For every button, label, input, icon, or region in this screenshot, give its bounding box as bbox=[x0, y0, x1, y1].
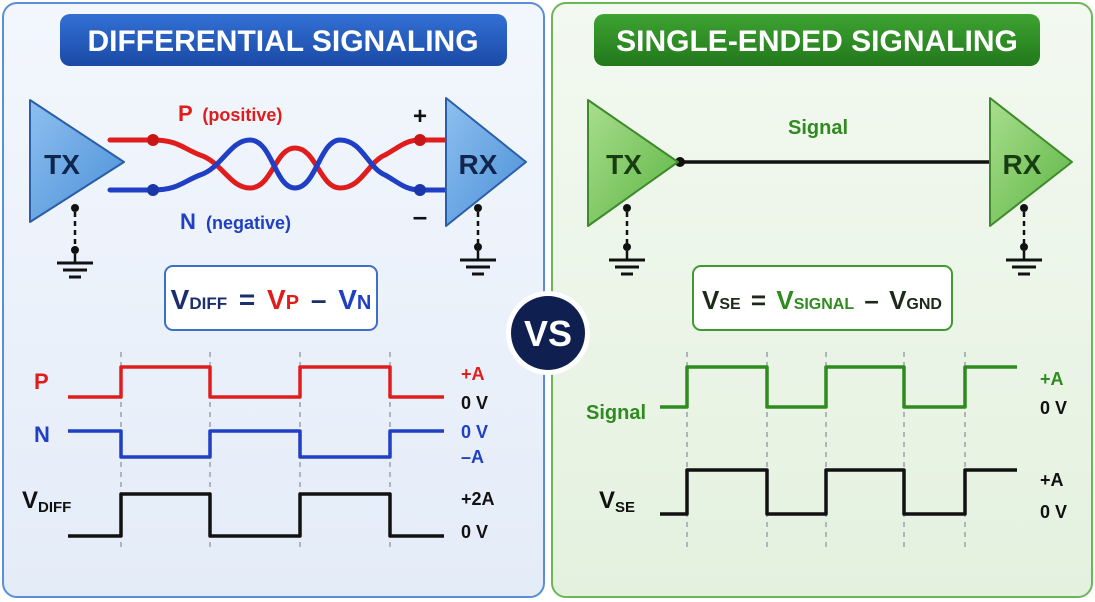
diff-formula-v2: V bbox=[267, 284, 286, 315]
se-tx-label: TX bbox=[606, 149, 642, 180]
single-ended-panel: SINGLE-ENDED SIGNALING Signal TX RX bbox=[551, 2, 1093, 598]
n-wire-label: N (negative) bbox=[180, 209, 291, 234]
p-low-level: 0 V bbox=[461, 393, 488, 413]
se-tx-driver: TX bbox=[587, 99, 679, 227]
n-wire-label-sub: (negative) bbox=[206, 213, 291, 233]
diff-tx-driver: TX bbox=[29, 99, 125, 223]
twisted-pair bbox=[107, 134, 455, 196]
diff-rx-label: RX bbox=[459, 149, 498, 180]
se-formula-eq: = bbox=[751, 285, 766, 315]
se-formula: VSE = VSIGNAL – VGND bbox=[702, 285, 942, 315]
vse-high-level: +A bbox=[1040, 470, 1064, 490]
p-waveform bbox=[68, 365, 444, 399]
vs-label: VS bbox=[524, 313, 572, 354]
se-title: SINGLE-ENDED SIGNALING bbox=[616, 25, 1018, 58]
se-formula-sub1: SE bbox=[719, 296, 741, 313]
vse-waveform bbox=[660, 468, 1017, 516]
se-rx-ground-icon bbox=[1006, 204, 1042, 276]
n-wire-rx-node bbox=[414, 184, 426, 196]
se-signal-waveform bbox=[660, 365, 1017, 409]
se-formula-v2: V bbox=[776, 285, 794, 315]
n-wire bbox=[107, 137, 455, 193]
n-wire-tx-node bbox=[147, 184, 159, 196]
p-wire bbox=[107, 137, 455, 191]
se-wire-label: Signal bbox=[788, 117, 848, 139]
vdiff-wave-label: VDIFF bbox=[22, 487, 71, 516]
diff-formula-op: – bbox=[311, 284, 327, 315]
vdiff-waveform bbox=[68, 492, 444, 538]
vse-wave-label: VSE bbox=[599, 487, 635, 516]
diff-formula-eq: = bbox=[239, 284, 255, 315]
se-formula-sub3: GND bbox=[906, 296, 942, 313]
se-formula-v3: V bbox=[889, 285, 907, 315]
p-high-level: +A bbox=[461, 364, 485, 384]
diff-formula-v3: V bbox=[338, 284, 357, 315]
vse-wave-label-sub: SE bbox=[615, 499, 635, 516]
differential-title: DIFFERENTIAL SIGNALING bbox=[87, 25, 478, 58]
se-rx-label: RX bbox=[1003, 149, 1042, 180]
vdiff-high-level: +2A bbox=[461, 489, 495, 509]
differential-panel: DIFFERENTIAL SIGNALING P (positive) N (n… bbox=[2, 2, 545, 598]
vs-badge: VS bbox=[506, 291, 590, 375]
p-wire-label-main: P bbox=[178, 101, 192, 126]
n-low-level: –A bbox=[461, 447, 484, 467]
p-wire-rx-node bbox=[414, 134, 426, 146]
n-waveform bbox=[68, 429, 444, 459]
se-tx-ground-icon bbox=[609, 204, 645, 276]
diff-formula-sub3: N bbox=[357, 292, 371, 314]
se-formula-box: VSE = VSIGNAL – VGND bbox=[692, 265, 953, 331]
rx-plus-sign: + bbox=[413, 103, 427, 130]
n-wave-label: N bbox=[34, 422, 50, 447]
rx-minus-sign: – bbox=[413, 201, 427, 231]
diff-formula-box: VDIFF = VP – VN bbox=[164, 265, 378, 331]
se-formula-sub2: SIGNAL bbox=[794, 296, 855, 313]
diff-rx-receiver: RX bbox=[445, 97, 527, 227]
diff-formula-v1: V bbox=[171, 284, 190, 315]
diff-formula-sub1: DIFF bbox=[189, 294, 227, 313]
diff-tx-label: TX bbox=[44, 149, 80, 180]
p-wire-label-sub: (positive) bbox=[202, 105, 282, 125]
vdiff-wave-label-main: V bbox=[22, 487, 38, 514]
se-rx-receiver: RX bbox=[989, 97, 1073, 227]
se-title-banner: SINGLE-ENDED SIGNALING bbox=[594, 14, 1040, 66]
p-wire-label: P (positive) bbox=[178, 101, 282, 126]
se-signal-wave-label: Signal bbox=[586, 402, 646, 424]
n-high-level: 0 V bbox=[461, 422, 488, 442]
vdiff-low-level: 0 V bbox=[461, 522, 488, 542]
vse-low-level: 0 V bbox=[1040, 502, 1067, 522]
diff-formula: VDIFF = VP – VN bbox=[171, 284, 372, 315]
diff-formula-sub2: P bbox=[286, 292, 299, 314]
differential-title-banner: DIFFERENTIAL SIGNALING bbox=[60, 14, 507, 66]
n-wire-label-main: N bbox=[180, 209, 196, 234]
vdiff-wave-label-sub: DIFF bbox=[38, 499, 71, 516]
se-signal-low-level: 0 V bbox=[1040, 398, 1067, 418]
p-wire-tx-node bbox=[147, 134, 159, 146]
se-signal-wire-node bbox=[675, 157, 685, 167]
diff-tx-ground-icon bbox=[57, 204, 93, 279]
se-formula-v1: V bbox=[702, 285, 720, 315]
p-wave-label: P bbox=[34, 369, 49, 394]
se-formula-op: – bbox=[864, 285, 878, 315]
vse-wave-label-main: V bbox=[599, 487, 615, 514]
diff-rx-ground-icon bbox=[460, 204, 496, 276]
se-signal-high-level: +A bbox=[1040, 369, 1064, 389]
